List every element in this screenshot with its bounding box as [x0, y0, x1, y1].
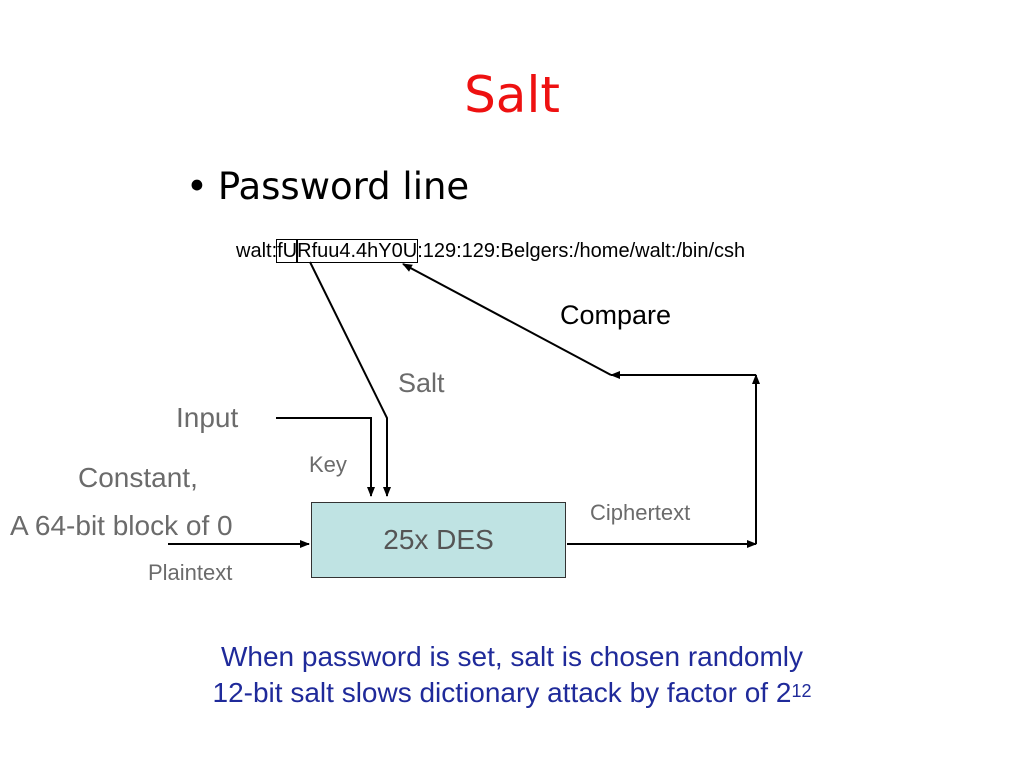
- des-box: 25x DES: [311, 502, 566, 578]
- footer-exponent: 12: [791, 681, 812, 701]
- slide-title: Salt: [464, 66, 560, 124]
- input-label: Input: [176, 402, 239, 433]
- bullet-password-line: •Password line: [186, 162, 469, 212]
- compare-to-hash-arrow: [402, 263, 612, 376]
- plaintext-label: Plaintext: [148, 560, 233, 585]
- constant-label: Constant,: [78, 462, 198, 493]
- ciphertext-label: Ciphertext: [590, 500, 691, 525]
- input-arrow: [276, 417, 375, 497]
- footer-line-2: 12-bit salt slows dictionary attack by f…: [0, 676, 1024, 710]
- password-rest: :129:129:Belgers:/home/walt:/bin/csh: [417, 240, 746, 262]
- password-user: walt:: [236, 240, 278, 262]
- bullet-dot: •: [186, 165, 208, 208]
- salt-arrow: [309, 261, 391, 497]
- password-hash-box: Rfuu4.4hY0U: [296, 239, 419, 263]
- footer-line-1: When password is set, salt is chosen ran…: [220, 641, 804, 672]
- bullet-text: Password line: [217, 165, 470, 208]
- compare-label: Compare: [560, 300, 672, 330]
- footer-line-2-text: 12-bit salt slows dictionary attack by f…: [212, 677, 792, 708]
- block-label: A 64-bit block of 0: [10, 510, 233, 541]
- salt-label: Salt: [398, 368, 445, 398]
- key-label: Key: [309, 452, 347, 477]
- des-label: 25x DES: [383, 524, 494, 555]
- password-salt-box: fU: [276, 239, 299, 263]
- password-line: walt:fURfuu4.4hY0U:129:129:Belgers:/home…: [236, 238, 745, 264]
